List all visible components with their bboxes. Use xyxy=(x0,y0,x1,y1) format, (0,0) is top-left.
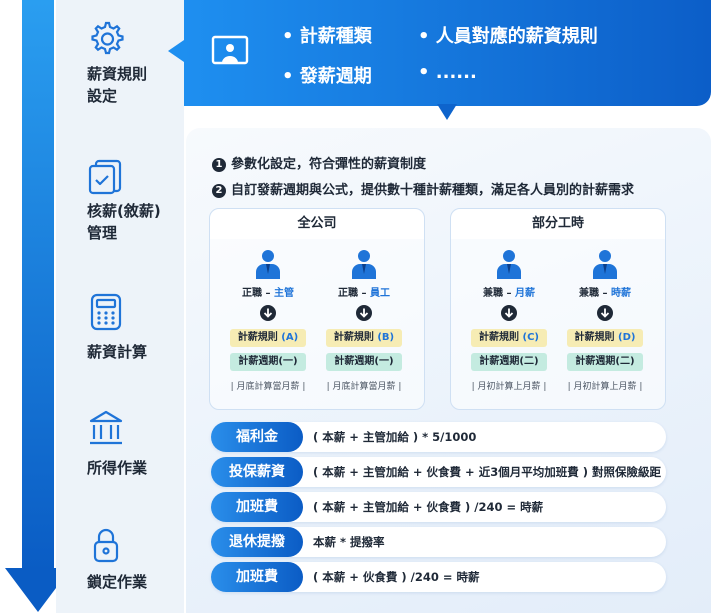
banner-notch xyxy=(168,40,184,62)
arrow-down-icon xyxy=(597,305,613,321)
step-label-line-2: 管理 xyxy=(87,224,118,242)
process-arrow-shaft xyxy=(22,0,54,572)
rules-banner xyxy=(184,0,711,106)
arrow-down-icon xyxy=(501,305,517,321)
step-label-line-1: 核薪(敘薪) xyxy=(87,202,161,220)
arrow-down-icon xyxy=(260,305,276,321)
cycle-note: | 月初計算上月薪 | xyxy=(567,382,643,392)
formula-text: 本薪 * 提撥率 xyxy=(313,535,385,549)
feature-point: 2 自訂發薪週期與公式，提供數十種計薪種類，滿足各人員別的計薪需求 xyxy=(212,179,634,198)
formula-row: 投保薪資 ( 本薪 + 主管加給 + 伙食費 + 近3個月平均加班費 ) 對照保… xyxy=(211,457,666,487)
point-text: 自訂發薪週期與公式，提供數十種計薪種類，滿足各人員別的計薪需求 xyxy=(231,183,635,198)
group-card-company: 全公司 正職 – 主管 計薪規則 (A) 計薪週期(一) | 月底計算當月薪 |… xyxy=(209,208,425,410)
cycle-note: | 月底計算當月薪 | xyxy=(230,382,306,392)
step-label-line-1: 所得作業 xyxy=(87,459,148,477)
formula-text: ( 本薪 + 主管加給 + 伙食費 ) /240 = 時薪 xyxy=(313,500,544,514)
point-text: 參數化設定，符合彈性的薪資制度 xyxy=(231,157,427,172)
feature-point: 1 參數化設定，符合彈性的薪資制度 xyxy=(212,153,426,172)
cycle-chip: 計薪週期(二) xyxy=(471,353,547,371)
formula-name: 退休提撥 xyxy=(211,527,303,557)
step-label-line-1: 薪資規則 xyxy=(87,65,148,83)
banner-item: • 計薪種類 xyxy=(282,26,372,47)
banner-item: • 發薪週期 xyxy=(282,66,372,87)
point-number: 2 xyxy=(212,184,226,198)
gear-icon xyxy=(91,21,124,55)
role-column: 正職 – 員工 計薪規則 (B) 計薪週期(一) | 月底計算當月薪 | xyxy=(316,249,412,392)
step-column: 薪資規則 設定 核薪(敘薪) 管理 薪資計算 xyxy=(56,0,184,613)
formula-row: 加班費 ( 本薪 + 伙食費 ) /240 = 時薪 xyxy=(211,562,666,592)
group-card-part-time: 部分工時 兼職 – 月薪 計薪規則 (C) 計薪週期(二) | 月初計算上月薪 … xyxy=(450,208,666,410)
point-number: 1 xyxy=(212,158,226,172)
banner-item: • ...... xyxy=(418,62,477,83)
formula-text: ( 本薪 + 主管加給 + 伙食費 + 近3個月平均加班費 ) 對照保險級距 xyxy=(313,465,661,479)
bank-icon xyxy=(89,410,123,445)
presenter-icon xyxy=(211,35,249,65)
person-icon xyxy=(352,250,376,279)
formula-row: 加班費 ( 本薪 + 主管加給 + 伙食費 ) /240 = 時薪 xyxy=(211,492,666,522)
formula-name: 投保薪資 xyxy=(211,457,303,487)
formula-text: ( 本薪 + 主管加給 ) * 5/1000 xyxy=(313,430,477,444)
role-label: 兼職 – 時薪 xyxy=(579,288,631,299)
calculator-icon xyxy=(90,293,122,331)
person-icon xyxy=(497,250,521,279)
rule-chip: 計薪規則 (C) xyxy=(471,329,547,347)
role-label: 正職 – 員工 xyxy=(338,288,390,299)
formula-text: ( 本薪 + 伙食費 ) /240 = 時薪 xyxy=(313,570,480,584)
role-column: 兼職 – 時薪 計薪規則 (D) 計薪週期(二) | 月初計算上月薪 | xyxy=(557,249,653,392)
formula-row: 退休提撥 本薪 * 提撥率 xyxy=(211,527,666,557)
step-label-line-2: 設定 xyxy=(87,87,118,105)
formula-name: 加班費 xyxy=(211,492,303,522)
group-title: 全公司 xyxy=(210,209,424,239)
formula-name: 加班費 xyxy=(211,562,303,592)
rule-chip: 計薪規則 (A) xyxy=(230,329,306,347)
banner-item: • 人員對應的薪資規則 xyxy=(418,26,598,47)
lock-icon xyxy=(93,528,119,563)
role-label: 兼職 – 月薪 xyxy=(483,288,535,299)
arrow-down-icon xyxy=(356,305,372,321)
formula-row: 福利金 ( 本薪 + 主管加給 ) * 5/1000 xyxy=(211,422,666,452)
person-icon xyxy=(256,250,280,279)
cycle-chip: 計薪週期(一) xyxy=(326,353,402,371)
step-label-line-1: 薪資計算 xyxy=(87,343,148,361)
cycle-note: | 月底計算當月薪 | xyxy=(326,382,402,392)
group-title: 部分工時 xyxy=(451,209,665,239)
rule-chip: 計薪規則 (B) xyxy=(326,329,402,347)
role-label: 正職 – 主管 xyxy=(242,288,294,299)
rule-chip: 計薪規則 (D) xyxy=(567,329,643,347)
cycle-note: | 月初計算上月薪 | xyxy=(471,382,547,392)
step-label-line-1: 鎖定作業 xyxy=(87,573,148,591)
role-column: 兼職 – 月薪 計薪規則 (C) 計薪週期(二) | 月初計算上月薪 | xyxy=(461,249,557,392)
formula-name: 福利金 xyxy=(211,422,303,452)
role-column: 正職 – 主管 計薪規則 (A) 計薪週期(一) | 月底計算當月薪 | xyxy=(220,249,316,392)
cycle-chip: 計薪週期(一) xyxy=(230,353,306,371)
cycle-chip: 計薪週期(二) xyxy=(567,353,643,371)
banner-tail xyxy=(437,104,457,120)
clipboard-check-icon xyxy=(88,159,122,195)
person-icon xyxy=(593,250,617,279)
